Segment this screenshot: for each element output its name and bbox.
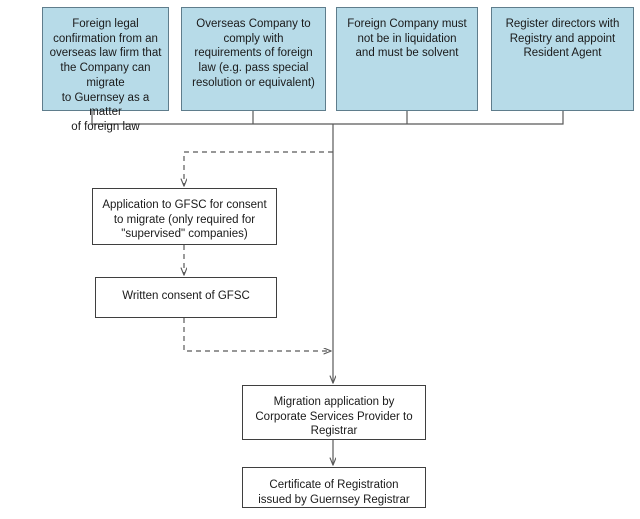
node-gfsc-written-consent: Written consent of GFSC: [95, 277, 277, 318]
node-gfsc-application: Application to GFSC for consent to migra…: [92, 188, 277, 245]
node-register-directors: Register directors with Registry and app…: [491, 7, 634, 111]
connector-branch-to-gfsc-application: [184, 151, 333, 186]
connector-group: [91, 111, 564, 465]
node-migration-application: Migration application by Corporate Servi…: [242, 385, 426, 440]
node-not-in-liquidation: Foreign Company must not be in liquidati…: [336, 7, 478, 111]
node-comply-foreign-law: Overseas Company to comply with requirem…: [181, 7, 326, 111]
node-certificate-of-registration: Certificate of Registration issued by Gu…: [242, 467, 426, 508]
connector-consent-back-to-trunk: [183, 318, 331, 351]
connector-requirements-bus: [91, 111, 564, 125]
node-foreign-legal-confirmation: Foreign legal confirmation from an overs…: [42, 7, 169, 133]
